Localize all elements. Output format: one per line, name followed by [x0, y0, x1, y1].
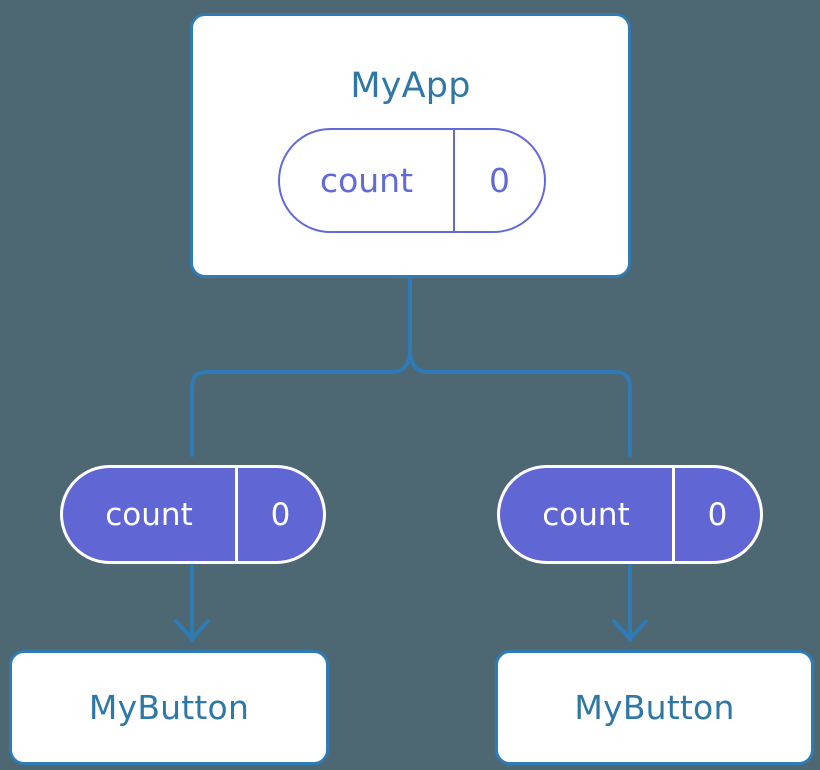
- state-pill-value: 0: [489, 161, 510, 200]
- props-pill-left[interactable]: count 0: [60, 465, 326, 564]
- connector-branch-left: [190, 348, 412, 457]
- props-pill-left-value: 0: [270, 496, 291, 533]
- props-pill-right-key: count: [500, 468, 675, 561]
- props-pill-right[interactable]: count 0: [497, 465, 763, 564]
- component-title-mybutton-left: MyButton: [88, 688, 250, 727]
- state-pill-myapp[interactable]: count 0: [278, 128, 546, 233]
- component-box-mybutton-left[interactable]: MyButton: [9, 650, 329, 765]
- arrowhead-left: [174, 619, 210, 641]
- component-title-mybutton-right: MyButton: [574, 688, 735, 727]
- connector-branch-right: [408, 348, 632, 457]
- props-pill-right-value: 0: [707, 496, 728, 533]
- component-box-mybutton-right[interactable]: MyButton: [495, 650, 814, 765]
- state-pill-key: count: [280, 130, 455, 231]
- props-pill-left-key: count: [63, 468, 238, 561]
- component-title-myapp: MyApp: [350, 66, 471, 106]
- arrowhead-right: [612, 619, 648, 641]
